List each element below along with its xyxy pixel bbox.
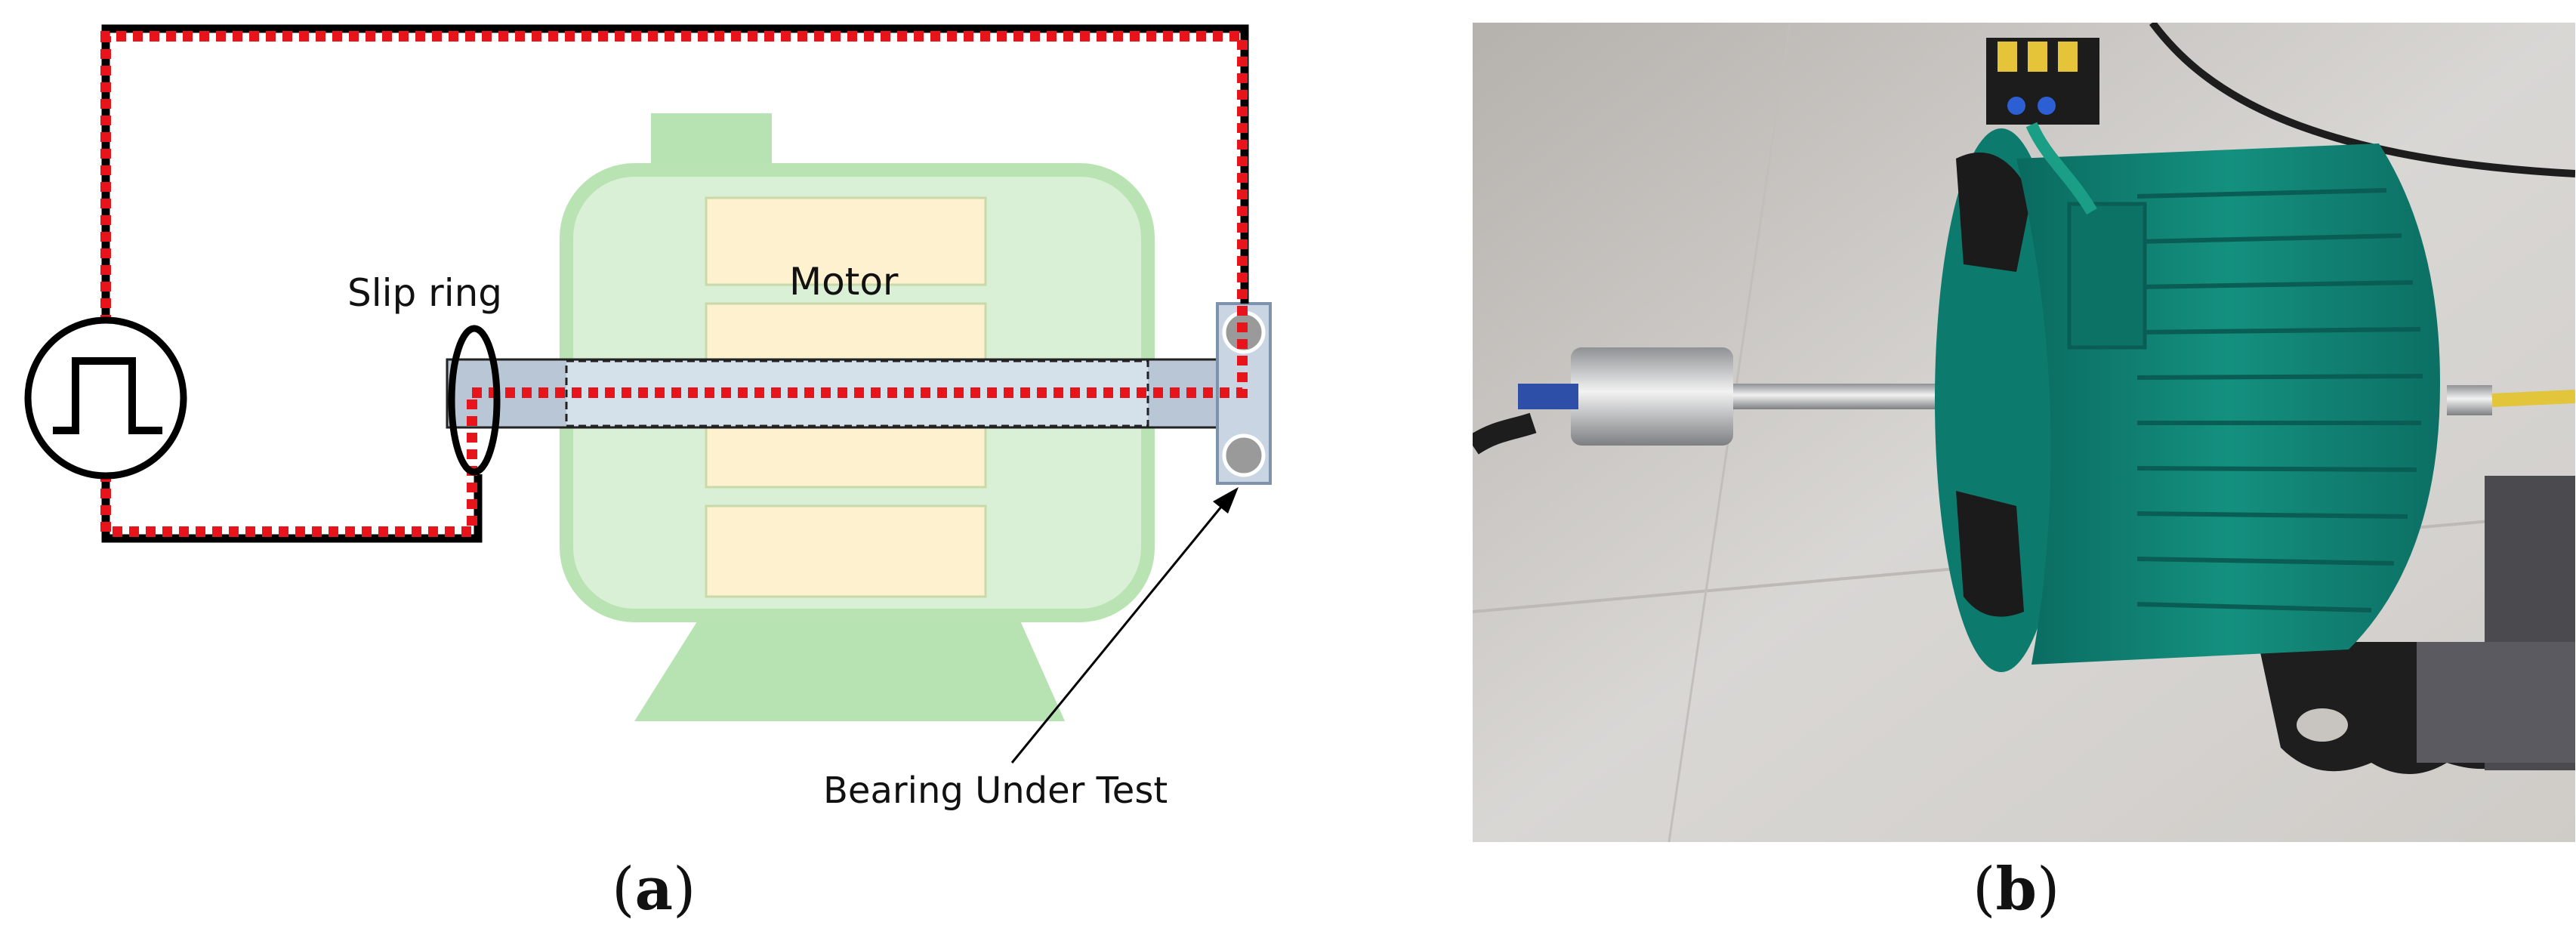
test-jig-face xyxy=(2417,642,2575,763)
shaft-coupling xyxy=(1571,347,1733,446)
sensor-cable xyxy=(1473,412,1537,455)
terminal-screw-3-icon xyxy=(2058,42,2078,72)
square-pulse-generator-icon xyxy=(24,316,187,480)
wire-return xyxy=(101,472,483,543)
motor-base xyxy=(634,619,1065,721)
rear-cable xyxy=(2491,390,2575,407)
terminal-box-photo xyxy=(2067,202,2147,350)
coupling-fitting xyxy=(1518,384,1578,409)
bearing-pointer-arrow xyxy=(1010,501,1226,764)
terminal-wire-blue-2-icon xyxy=(2038,97,2056,115)
current-path xyxy=(100,31,1248,537)
slip-ring xyxy=(448,325,501,476)
bearing-label: Bearing Under Test xyxy=(823,770,1168,812)
winding-bottom xyxy=(705,504,987,598)
ball-bearing-lower-icon xyxy=(1222,433,1266,477)
schematic-diagram: Slip ring Motor Bearing Under Test xyxy=(24,24,1272,812)
power-cable xyxy=(2149,23,2575,177)
slip-ring-label: Slip ring xyxy=(347,271,502,315)
bracket-hole-icon xyxy=(2297,708,2348,742)
panel-a-label: (a) xyxy=(612,855,696,924)
motor-shaft xyxy=(1722,384,1964,409)
motor-photograph xyxy=(1473,23,2575,842)
terminal-screw-icon xyxy=(1998,42,2017,72)
end-shield-tape-lower xyxy=(1956,491,2024,617)
rear-shaft xyxy=(2447,385,2492,415)
motor-label: Motor xyxy=(789,260,899,304)
terminal-screw-2-icon xyxy=(2028,42,2047,72)
arrow-head xyxy=(1213,487,1239,514)
end-shield-tape xyxy=(1956,152,2031,272)
winding-top xyxy=(705,196,987,286)
cooling-fins xyxy=(2136,188,2423,612)
motor-leads xyxy=(2025,122,2097,215)
terminal-wire-blue-icon xyxy=(2007,97,2025,115)
panel-b-label: (b) xyxy=(1973,855,2060,924)
